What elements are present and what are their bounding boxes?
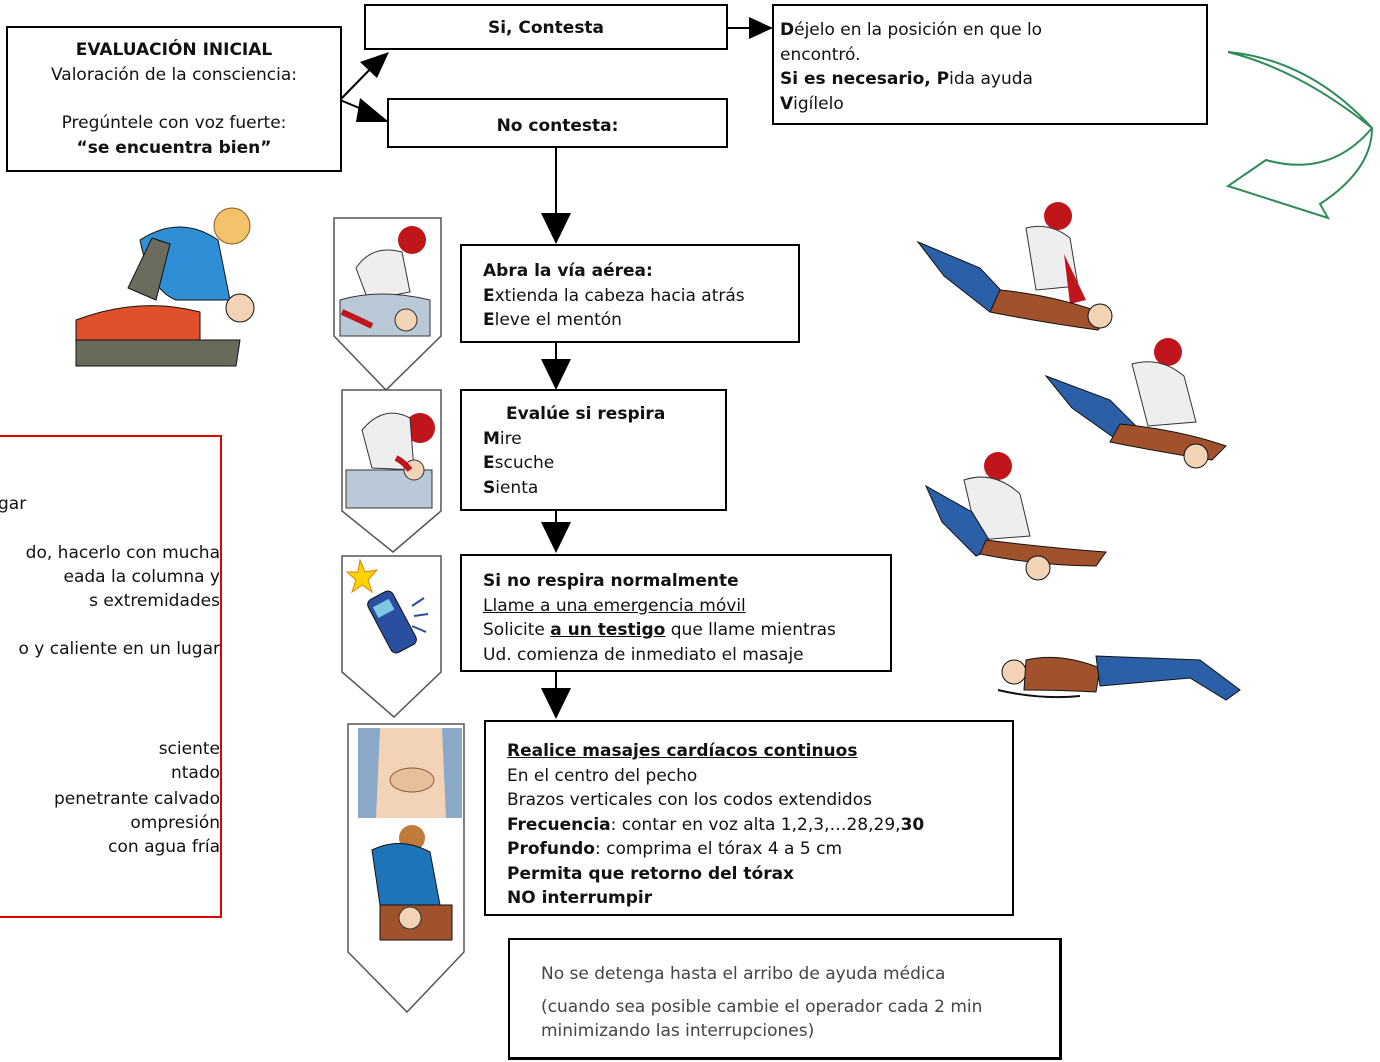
via-aerea-l1-bold: E bbox=[483, 285, 495, 306]
cpr-rescuer-illustration bbox=[75, 207, 255, 367]
masaje-l4-bold: Profundo bbox=[507, 839, 595, 859]
dejelo-box: Déjelo en la posición en que lo encontró… bbox=[772, 4, 1208, 125]
via-aerea-l2: leve el mentón bbox=[494, 310, 622, 330]
side-line-2: do, hacerlo con mucha bbox=[25, 543, 220, 563]
side-line-8: penetrante calvado bbox=[53, 789, 220, 809]
respira-title: Evalúe si respira bbox=[506, 404, 666, 424]
final-note-box: No se detenga hasta el arribo de ayuda m… bbox=[508, 938, 1062, 1060]
side-line-7: ntado bbox=[170, 763, 220, 783]
no-contesta-box: No contesta: bbox=[387, 98, 728, 148]
masaje-l4: : comprima el tórax 4 a 5 cm bbox=[594, 839, 842, 859]
via-aerea-box: Abra la vía aérea: Extienda la cabeza ha… bbox=[460, 244, 800, 343]
head-tilt-chin-lift-icon bbox=[333, 217, 442, 392]
arrow-to-dejelo bbox=[749, 17, 773, 39]
dejelo-l3: ida ayuda bbox=[949, 69, 1033, 89]
final-l2: (cuando sea posible cambie el operador c… bbox=[541, 996, 983, 1017]
si-contesta-label: Si, Contesta bbox=[487, 18, 605, 38]
eval-initial-box: EVALUACIÓN INICIAL Valoración de la cons… bbox=[6, 26, 342, 172]
mobile-phone-icon bbox=[341, 555, 442, 719]
masaje-l6: NO interrumpir bbox=[507, 888, 653, 908]
emergencia-l3: Ud. comienza de inmediato el masaje bbox=[483, 644, 804, 665]
side-line-3: eada la columna y bbox=[63, 567, 221, 587]
dejelo-l4-bold: V bbox=[780, 93, 794, 114]
dejelo-l3-bold: Si es necesario, P bbox=[780, 69, 950, 89]
arrowhead bbox=[360, 52, 389, 78]
arrow-to-via-aerea bbox=[541, 213, 571, 244]
dejelo-l1-bold: D bbox=[780, 20, 795, 40]
arrow-to-emergencia bbox=[541, 522, 571, 553]
via-aerea-l2-bold: E bbox=[483, 310, 495, 330]
emergencia-l2-a: Solicite bbox=[483, 620, 551, 640]
eval-title: EVALUACIÓN INICIAL bbox=[75, 40, 273, 60]
dejelo-l4: igílelo bbox=[793, 93, 844, 114]
final-l1: No se detenga hasta el arribo de ayuda m… bbox=[541, 964, 946, 984]
no-contesta-label: No contesta: bbox=[496, 116, 619, 136]
final-l3: minimizando las interrupciones) bbox=[541, 1021, 815, 1041]
respira-l1: ire bbox=[499, 428, 522, 449]
emergencia-box: Si no respira normalmente Llame a una em… bbox=[460, 554, 892, 672]
masaje-l2: Brazos verticales con los codos extendid… bbox=[507, 790, 872, 810]
arrow-to-masaje bbox=[541, 688, 571, 719]
emergencia-l1: Llame a una emergencia móvil bbox=[483, 595, 746, 616]
masaje-l5: Permita que retorno del tórax bbox=[507, 863, 795, 884]
side-line-10: con agua fría bbox=[108, 837, 220, 857]
dejelo-l1: éjelo en la posición en que lo bbox=[794, 20, 1043, 40]
side-line-6: sciente bbox=[158, 739, 220, 759]
curved-arrow-icon bbox=[1225, 51, 1374, 220]
emergencia-title: Si no respira normalmente bbox=[483, 571, 739, 591]
side-line-9: ompresión bbox=[130, 813, 220, 833]
via-aerea-title: Abra la vía aérea: bbox=[483, 261, 653, 281]
masaje-l3: : contar en voz alta 1,2,3,…28,29, bbox=[610, 814, 901, 835]
masaje-l3-bold-end: 30 bbox=[900, 814, 925, 835]
recovery-position-sequence-illustration bbox=[916, 202, 1241, 701]
dejelo-l2: encontró. bbox=[780, 44, 861, 65]
arrow-to-respira bbox=[541, 359, 571, 390]
check-breathing-icon bbox=[341, 389, 442, 553]
side-line-4: s extremidades bbox=[89, 591, 220, 611]
emergencia-l2-c: que llame mientras bbox=[665, 620, 836, 640]
arrowhead bbox=[356, 98, 389, 122]
side-line-1: gar bbox=[0, 494, 27, 514]
respira-box: Evalúe si respira Mire Escuche Sienta bbox=[460, 389, 727, 511]
masaje-title: Realice masajes cardíacos continuos bbox=[507, 741, 858, 761]
masaje-box: Realice masajes cardíacos continuos En e… bbox=[484, 720, 1014, 916]
si-contesta-box: Si, Contesta bbox=[364, 4, 728, 50]
side-notes-box: gar do, hacerlo con mucha eada la column… bbox=[0, 435, 222, 918]
eval-line-1: Valoración de la consciencia: bbox=[50, 64, 297, 85]
chest-compression-icon bbox=[347, 723, 465, 1014]
respira-l2: scuche bbox=[494, 453, 555, 473]
respira-l2-bold: E bbox=[483, 453, 495, 473]
masaje-l3-bold: Frecuencia bbox=[507, 814, 611, 835]
respira-l3: ienta bbox=[495, 477, 539, 498]
emergencia-l2-b: a un testigo bbox=[550, 620, 666, 640]
via-aerea-l1: xtienda la cabeza hacia atrás bbox=[494, 285, 745, 306]
eval-line-2: Pregúntele con voz fuerte: bbox=[61, 113, 287, 133]
respira-l3-bold: S bbox=[483, 477, 496, 498]
eval-line-3: “se encuentra bien” bbox=[76, 137, 272, 158]
masaje-l1: En el centro del pecho bbox=[507, 765, 698, 786]
side-line-5: o y caliente en un lugar bbox=[18, 639, 220, 659]
respira-l1-bold: M bbox=[483, 428, 500, 449]
